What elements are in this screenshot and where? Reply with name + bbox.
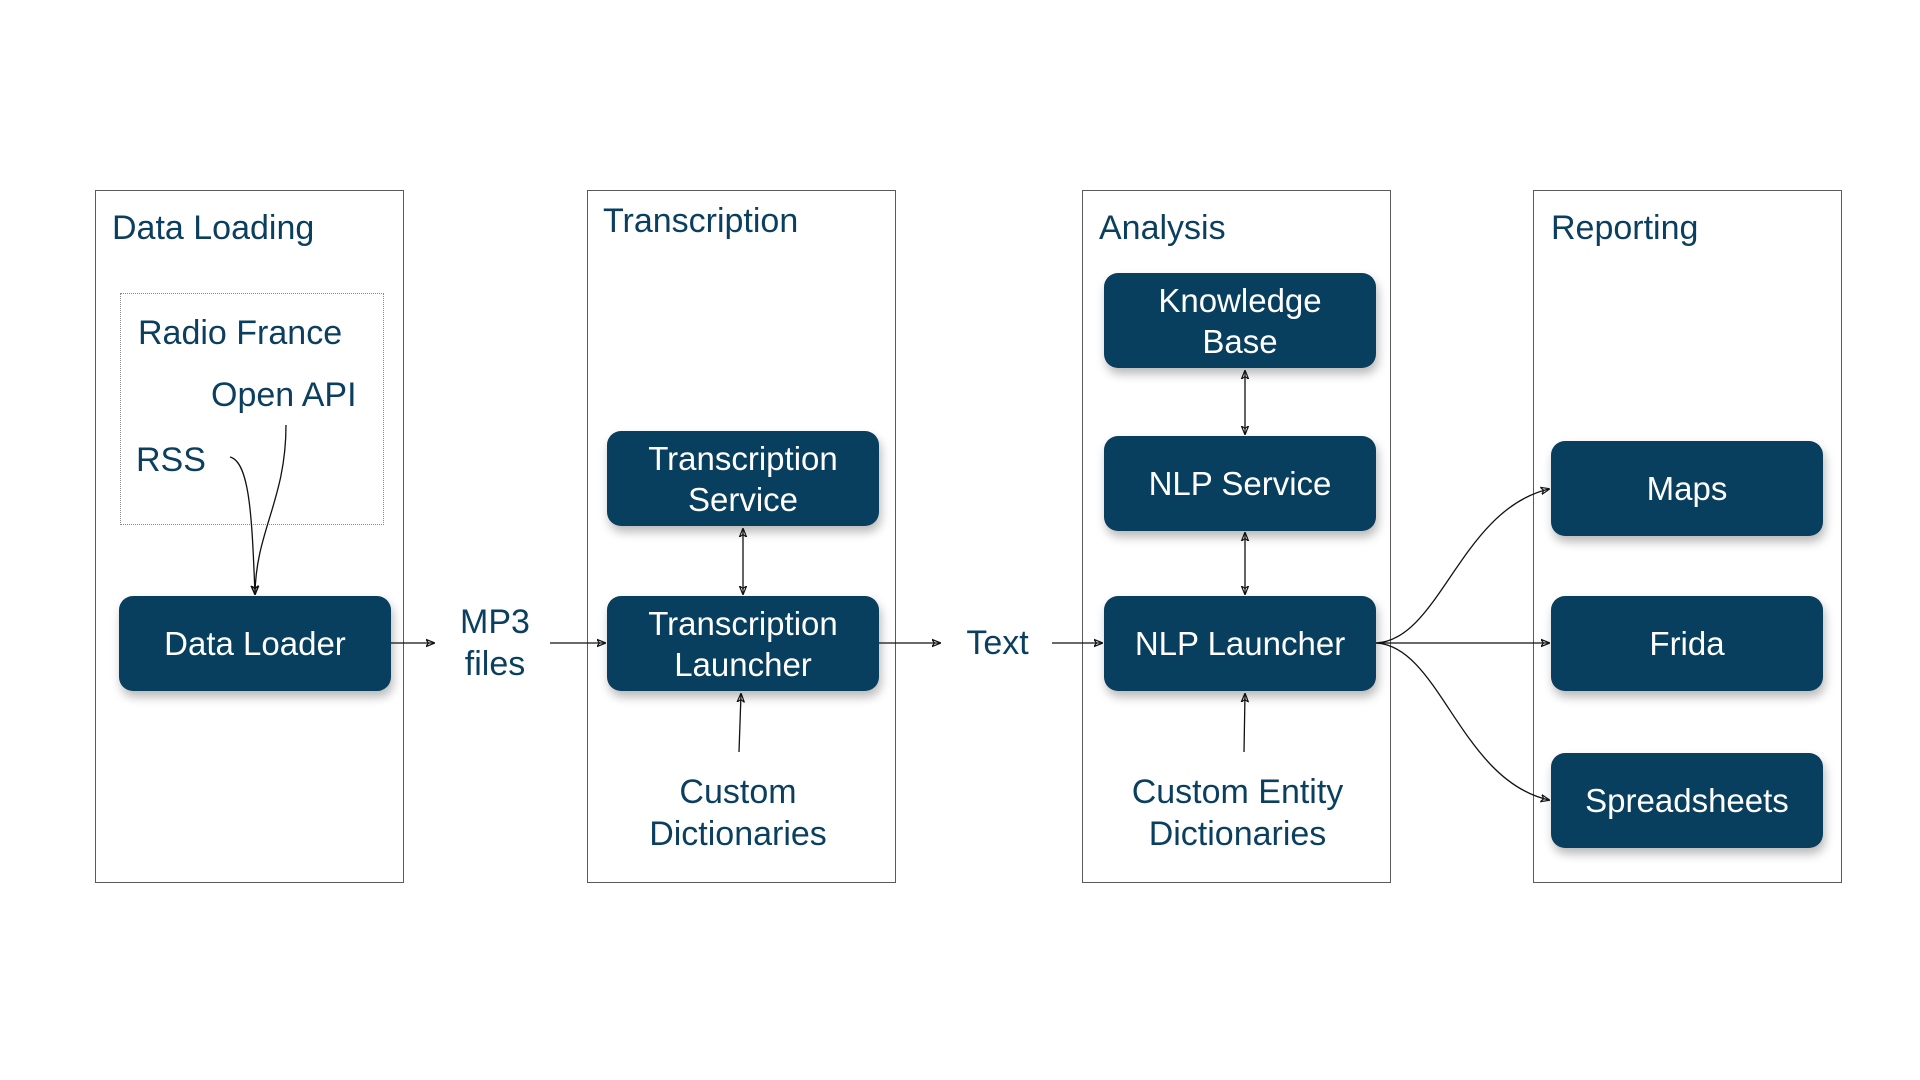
rss-label: RSS [136, 441, 206, 479]
node-nlp-launcher[interactable]: NLP Launcher [1104, 596, 1376, 691]
node-knowledge-base-label: Knowledge Base [1158, 281, 1322, 360]
node-nlp-service[interactable]: NLP Service [1104, 436, 1376, 531]
mp3-files-label: MP3 files [460, 603, 530, 683]
node-nlp-service-label: NLP Service [1148, 465, 1332, 502]
node-transcription-launcher-label: Transcription Launcher [648, 604, 838, 683]
group-title-analysis: Analysis [1099, 209, 1226, 247]
text-label: Text [966, 624, 1029, 662]
node-spreadsheets[interactable]: Spreadsheets [1551, 753, 1823, 848]
node-transcription-service-label: Transcription Service [648, 439, 838, 518]
node-transcription-launcher[interactable]: Transcription Launcher [607, 596, 879, 691]
open-api-label: Open API [211, 376, 357, 414]
custom-entity-dictionaries-label: Custom Entity Dictionaries [1131, 773, 1344, 853]
node-maps-label: Maps [1646, 470, 1728, 507]
node-frida[interactable]: Frida [1551, 596, 1823, 691]
node-frida-label: Frida [1649, 625, 1725, 662]
node-spreadsheets-label: Spreadsheets [1585, 782, 1789, 819]
radio-france-label: Radio France [138, 314, 343, 352]
node-data-loader[interactable]: Data Loader [119, 596, 391, 691]
node-knowledge-base[interactable]: Knowledge Base [1104, 273, 1376, 368]
custom-dictionaries-label: Custom Dictionaries [649, 773, 827, 853]
edge-nlp-launcher-to-maps [1375, 489, 1549, 644]
group-title-transcription: Transcription [603, 202, 799, 240]
group-title-reporting: Reporting [1551, 209, 1699, 247]
node-maps[interactable]: Maps [1551, 441, 1823, 536]
node-nlp-launcher-label: NLP Launcher [1134, 625, 1346, 662]
node-transcription-service[interactable]: Transcription Service [607, 431, 879, 526]
group-title-data-loading: Data Loading [112, 209, 315, 247]
edge-nlp-launcher-to-spreadsheets [1375, 642, 1549, 800]
node-data-loader-label: Data Loader [164, 625, 346, 662]
